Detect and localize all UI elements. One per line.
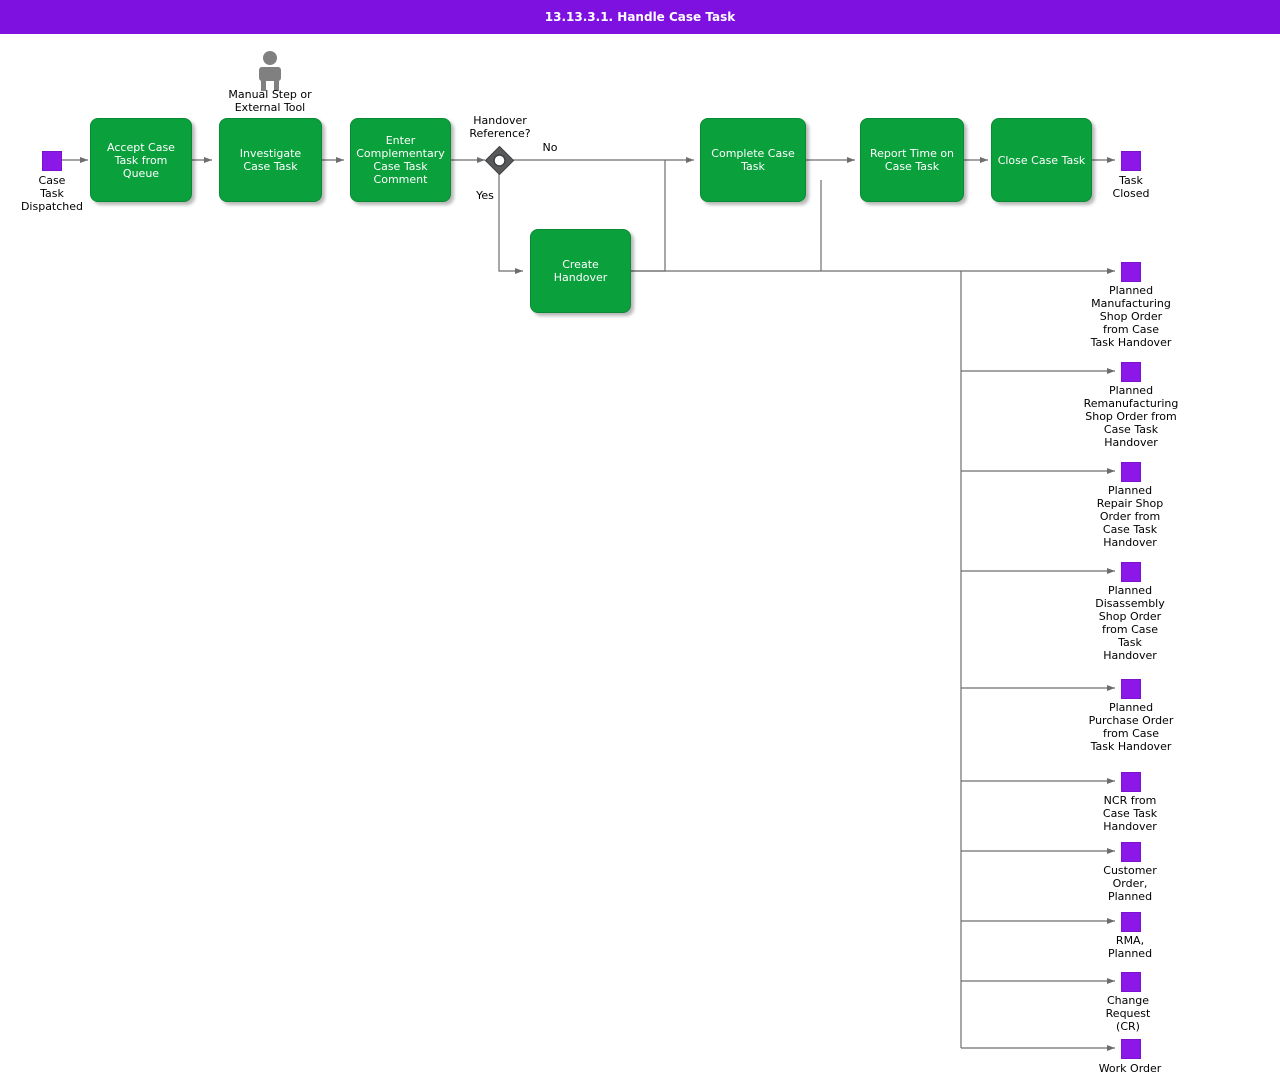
end-event-planned-remanufacturing-shop-order-label: Planned Remanufacturing Shop Order from … [1083,384,1179,449]
end-event-planned-purchase-order[interactable] [1121,679,1141,699]
edge-label-yes: Yes [476,189,494,202]
end-event-change-request-cr-label: Change Request (CR) [1105,994,1151,1033]
end-event-rma-planned[interactable] [1121,912,1141,932]
task-investigate-case-task[interactable]: Investigate Case Task [219,118,322,202]
gateway-handover-reference[interactable] [485,146,514,175]
edge-label-no: No [542,141,558,154]
end-event-planned-repair-shop-order-label: Planned Repair Shop Order from Case Task… [1096,484,1164,549]
end-event-work-order-label: Work Order [1098,1062,1162,1075]
end-event-customer-order-planned[interactable] [1121,842,1141,862]
gateway-label: Handover Reference? [469,114,531,140]
end-event-customer-order-planned-label: Customer Order, Planned [1103,864,1157,903]
end-event-planned-manufacturing-shop-order[interactable] [1121,262,1141,282]
end-event-change-request-cr[interactable] [1121,972,1141,992]
start-event-case-task-dispatched[interactable] [42,151,62,171]
end-event-planned-repair-shop-order[interactable] [1121,462,1141,482]
task-report-time-on-case-task[interactable]: Report Time on Case Task [860,118,964,202]
start-event-label: Case Task Dispatched [20,174,84,213]
title-bar: 13.13.3.1. Handle Case Task [0,0,1280,34]
end-event-planned-disassembly-shop-order-label: Planned Disassembly Shop Order from Case… [1095,584,1165,662]
end-event-rma-planned-label: RMA, Planned [1107,934,1153,960]
end-event-work-order[interactable] [1121,1039,1141,1059]
end-event-task-closed[interactable] [1121,151,1141,171]
manual-step-actor-label: Manual Step or External Tool [228,88,312,114]
task-enter-complementary-case-task-comment[interactable]: Enter Complementary Case Task Comment [350,118,451,202]
end-event-ncr-from-case-task-handover[interactable] [1121,772,1141,792]
end-event-ncr-from-case-task-handover-label: NCR from Case Task Handover [1102,794,1158,833]
page-title: 13.13.3.1. Handle Case Task [544,10,736,24]
end-event-planned-manufacturing-shop-order-label: Planned Manufacturing Shop Order from Ca… [1090,284,1172,349]
end-event-planned-remanufacturing-shop-order[interactable] [1121,362,1141,382]
task-complete-case-task[interactable]: Complete Case Task [700,118,806,202]
task-close-case-task[interactable]: Close Case Task [991,118,1092,202]
end-event-planned-disassembly-shop-order[interactable] [1121,562,1141,582]
end-event-planned-purchase-order-label: Planned Purchase Order from Case Task Ha… [1088,701,1174,753]
end-event-task-closed-label: Task Closed [1112,174,1150,200]
task-create-handover[interactable]: Create Handover [530,229,631,313]
task-accept-case-task-from-queue[interactable]: Accept Case Task from Queue [90,118,192,202]
